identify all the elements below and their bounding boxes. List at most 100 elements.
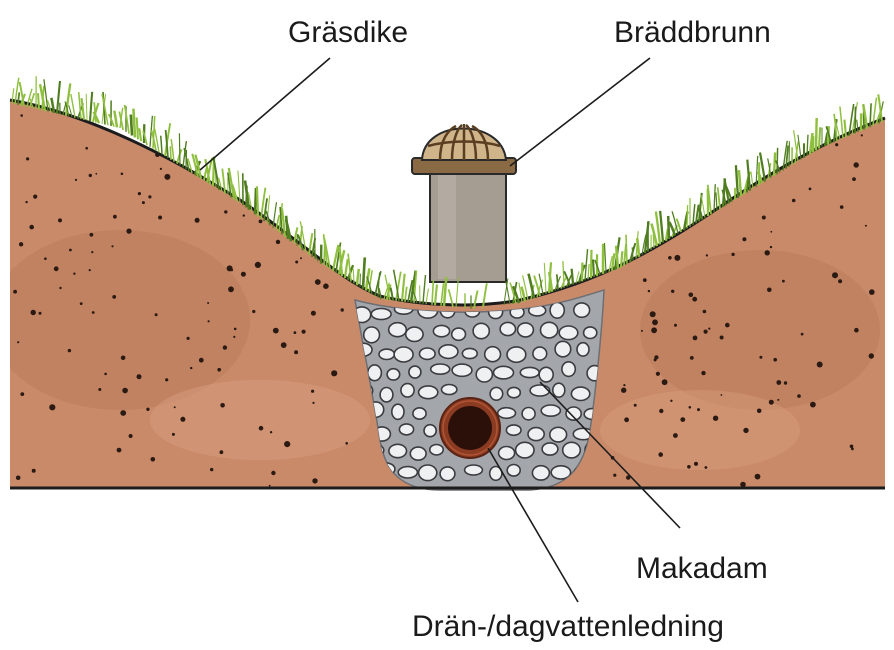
- gravel-stone: [507, 347, 526, 362]
- soil-speckle: [172, 433, 175, 436]
- soil-speckle: [302, 330, 306, 334]
- soil-speckle: [294, 331, 297, 334]
- overflow-well: [412, 124, 516, 282]
- soil-speckle: [613, 474, 616, 477]
- grass-blade: [139, 128, 141, 141]
- soil-speckle: [17, 341, 19, 343]
- grass-blade: [798, 135, 801, 160]
- gravel-stone: [566, 407, 581, 420]
- gravel-stone: [371, 309, 391, 320]
- soil-speckle: [207, 302, 209, 304]
- soil-speckle: [120, 410, 126, 416]
- gravel-stone: [506, 425, 521, 435]
- gravel-stone: [431, 364, 450, 374]
- soil-speckle: [19, 242, 23, 246]
- gravel-stone: [452, 364, 472, 376]
- gravel-stone: [553, 383, 565, 397]
- soil-speckle: [117, 448, 122, 453]
- soil-speckle: [281, 342, 287, 348]
- soil-speckle: [273, 328, 279, 334]
- soil-speckle: [90, 233, 94, 237]
- soil-speckle: [797, 394, 801, 398]
- soil-speckle: [137, 374, 142, 379]
- soil-speckle: [742, 237, 746, 241]
- grass-blade: [357, 269, 359, 285]
- soil-speckle: [73, 273, 75, 275]
- grass-blade: [855, 107, 856, 134]
- grass-blade: [534, 276, 540, 296]
- gravel-stone: [528, 428, 544, 441]
- grass-blade: [345, 259, 348, 278]
- grass-blade: [736, 165, 738, 198]
- gravel-stone: [532, 466, 549, 480]
- gravel-stone: [562, 362, 575, 377]
- gravel-stone: [399, 424, 413, 435]
- gravel-stone: [452, 328, 466, 340]
- grass-blade: [90, 92, 92, 121]
- label-macadam: Makadam: [636, 552, 768, 585]
- soil-speckle: [345, 442, 348, 445]
- soil-speckle: [112, 295, 116, 299]
- soil-speckle: [160, 168, 162, 170]
- gravel-stone: [413, 408, 426, 419]
- soil-speckle: [270, 431, 272, 433]
- soil-speckle: [39, 312, 42, 315]
- gravel-stone: [392, 404, 404, 419]
- soil-speckle: [13, 290, 17, 294]
- gravel-stone: [518, 323, 534, 337]
- gravel-stone: [394, 347, 413, 362]
- soil-speckle: [777, 399, 779, 401]
- soil-speckle: [770, 246, 772, 248]
- soil-speckle: [809, 188, 812, 191]
- grass-blade: [660, 211, 663, 243]
- soil-speckle: [228, 286, 234, 292]
- soil-speckle: [654, 358, 657, 361]
- soil-speckle: [121, 356, 126, 361]
- soil-speckle: [680, 417, 685, 422]
- gravel-stone: [368, 365, 382, 381]
- grass-blade: [38, 93, 39, 109]
- soil-speckle: [223, 345, 227, 349]
- gravel-stone: [550, 427, 567, 442]
- soil-speckle: [865, 225, 867, 227]
- soil-speckle: [174, 406, 176, 408]
- gravel-stone: [439, 345, 458, 359]
- gravel-stone: [542, 443, 558, 455]
- soil-speckle: [840, 205, 844, 209]
- soil-speckle: [54, 266, 59, 271]
- soil-speckle: [690, 356, 694, 360]
- soil-speckle: [158, 216, 162, 220]
- soil-speckle: [705, 466, 708, 469]
- grass-blade: [718, 187, 720, 209]
- grass-blade: [668, 216, 669, 239]
- grass-blade: [621, 251, 622, 267]
- soil-speckle: [621, 388, 626, 393]
- soil-speckle: [151, 457, 156, 462]
- gravel-stone: [401, 384, 414, 397]
- gravel-stone: [473, 323, 489, 338]
- drain-pipe: [440, 398, 500, 458]
- soil-speckle: [300, 257, 302, 259]
- soil-speckle: [241, 272, 246, 277]
- soil-speckle: [146, 408, 149, 411]
- soil-speckle: [769, 400, 774, 405]
- soil-speckle: [217, 368, 221, 372]
- soil-speckle: [832, 272, 838, 278]
- soil-speckle: [95, 173, 97, 175]
- grass-blade: [426, 289, 429, 305]
- soil-speckle: [89, 269, 91, 271]
- grass-blade: [114, 111, 117, 128]
- gravel-stone: [508, 387, 521, 397]
- soil-speckle: [624, 417, 629, 422]
- soil-speckle: [762, 216, 766, 220]
- grass-blade: [870, 103, 871, 127]
- soil-speckle: [341, 308, 344, 311]
- gravel-stone: [563, 442, 581, 458]
- soil-speckle: [703, 310, 707, 314]
- gravel-stone: [462, 348, 477, 358]
- soil-speckle: [180, 417, 185, 422]
- soil-speckle: [634, 404, 637, 407]
- soil-speckle: [650, 311, 656, 317]
- soil-speckle: [220, 403, 225, 408]
- gravel-stone: [500, 322, 515, 335]
